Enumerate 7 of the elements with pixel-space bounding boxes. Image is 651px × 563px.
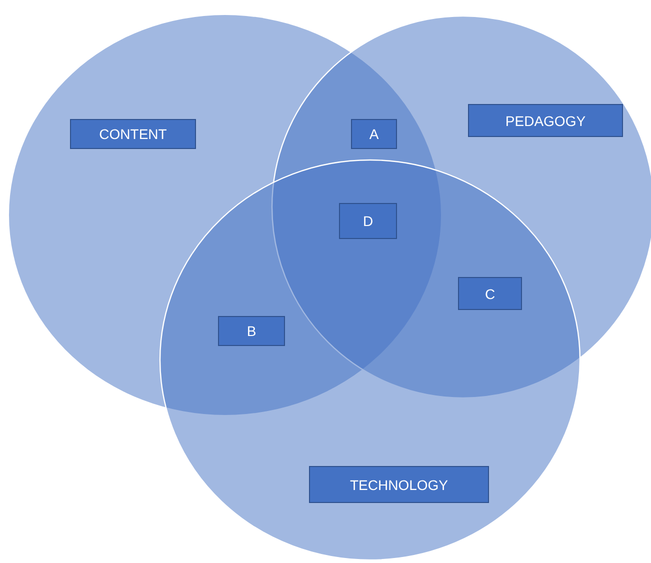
- set-label: CONTENT: [70, 119, 196, 149]
- region-label: A: [351, 119, 397, 149]
- region-label: C: [458, 277, 522, 310]
- set-label: TECHNOLOGY: [309, 466, 489, 503]
- set-label: PEDAGOGY: [468, 104, 623, 137]
- region-label: D: [339, 203, 397, 239]
- region-label: B: [218, 316, 285, 346]
